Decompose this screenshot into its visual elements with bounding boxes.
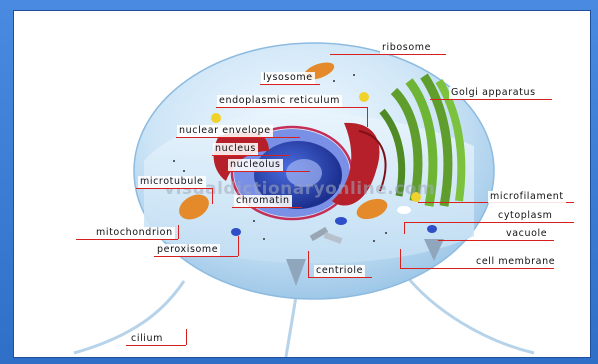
leader-line (404, 222, 574, 223)
label-ribosome: ribosome (380, 42, 433, 54)
ribosome-dot (263, 238, 265, 240)
label-cytoplasm: cytoplasm (496, 210, 554, 222)
leader-line (226, 171, 310, 172)
lysosome-shape (211, 113, 221, 123)
ribosome-dot (353, 74, 355, 76)
vacuole-shape (397, 206, 411, 214)
vacuole-shape (427, 225, 437, 233)
label-microtubule: microtubule (138, 176, 206, 188)
leader-line (330, 54, 446, 55)
ribosome-dot (183, 170, 185, 172)
label-lysosome: lysosome (261, 72, 315, 84)
label-peroxisome: peroxisome (155, 244, 220, 256)
leader-line (400, 249, 401, 268)
cilium-strand (404, 273, 534, 353)
label-microfilament: microfilament (488, 191, 566, 203)
leader-line (178, 225, 179, 239)
label-nuclear-envelope: nuclear envelope (177, 125, 273, 137)
diagram-canvas: visualdictionaryonline.com ribosome lyso… (13, 10, 591, 358)
peroxisome-shape (335, 217, 347, 225)
ribosome-dot (373, 240, 375, 242)
leader-line (308, 251, 309, 277)
leader-line (232, 207, 302, 208)
label-centriole: centriole (314, 265, 365, 277)
leader-line (367, 107, 368, 127)
leader-line (186, 329, 187, 345)
label-endoplasmic-reticulum: endoplasmic reticulum (217, 95, 342, 107)
label-chromatin: chromatin (234, 195, 292, 207)
leader-line (136, 188, 212, 189)
leader-line (438, 240, 554, 241)
ribosome-dot (173, 160, 175, 162)
leader-line (76, 239, 178, 240)
label-cilium: cilium (129, 333, 165, 345)
vesicle (359, 92, 369, 102)
label-cell-membrane: cell membrane (474, 256, 557, 268)
leader-line (260, 84, 320, 85)
label-golgi-apparatus: Golgi apparatus (449, 87, 538, 99)
label-nucleus: nucleus (213, 143, 258, 155)
leader-line (126, 345, 186, 346)
leader-line (430, 99, 552, 100)
leader-line (154, 256, 238, 257)
label-mitochondrion: mitochondrion (94, 227, 175, 239)
leader-line (176, 137, 300, 138)
leader-line (216, 107, 368, 108)
ribosome-dot (253, 220, 255, 222)
leader-line (212, 188, 213, 204)
peroxisome-shape (231, 228, 241, 236)
ribosome-dot (385, 232, 387, 234)
label-nucleolus: nucleolus (228, 159, 283, 171)
label-vacuole: vacuole (504, 228, 549, 240)
leader-line (212, 155, 290, 156)
ribosome-dot (333, 80, 335, 82)
leader-line (400, 268, 554, 269)
leader-line (238, 236, 239, 256)
leader-line (404, 222, 405, 234)
leader-line (308, 277, 372, 278)
